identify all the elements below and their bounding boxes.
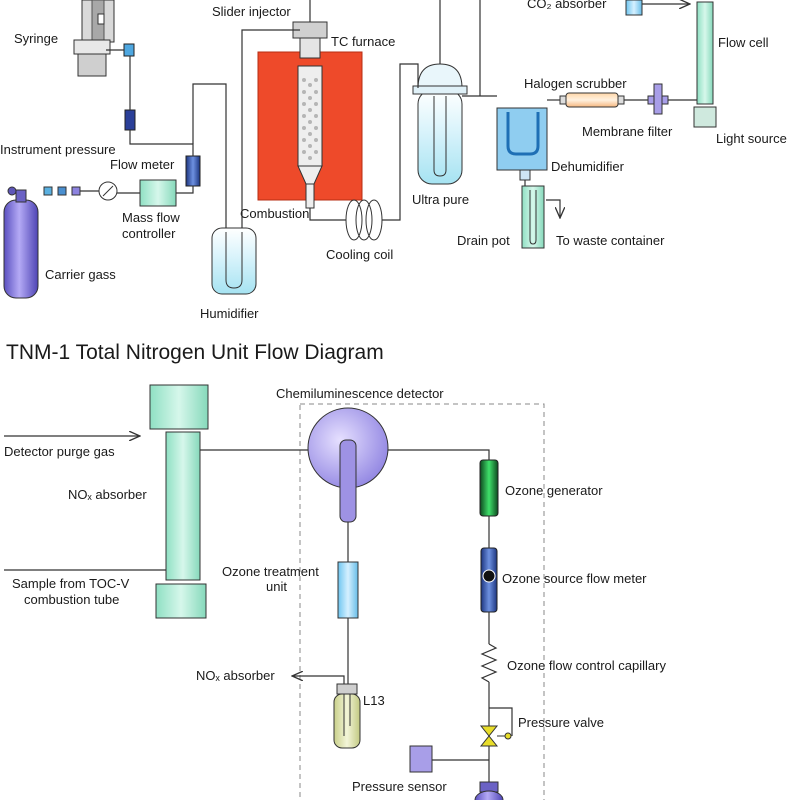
ozone-source-flow-meter-icon — [480, 547, 498, 613]
flow-cell-label: Flow cell — [718, 35, 769, 50]
l13-label: L13 — [363, 693, 385, 708]
co2-absorber-icon — [625, 0, 643, 16]
combustion-label: Combustion — [240, 206, 309, 221]
light-source-icon — [693, 106, 717, 128]
pressure-valve-icon — [479, 725, 512, 747]
flow-meter-icon — [185, 155, 201, 187]
cooling-coil-icon — [345, 199, 383, 241]
toc-flow-diagram: Syringe Slider injector TC furnace CO₂ — [0, 0, 787, 321]
dehumidifier-icon — [496, 107, 548, 181]
cooling-coil-label: Cooling coil — [326, 247, 393, 262]
top-tubing — [80, 0, 697, 228]
flow-cell-icon — [696, 1, 714, 105]
syringe-icon — [73, 0, 115, 77]
halogen-scrubber-icon — [559, 92, 625, 108]
tc-furnace-label: TC furnace — [331, 34, 395, 49]
drain-pot-icon — [521, 185, 545, 249]
detector-enclosure — [299, 403, 545, 803]
tnm-diagram-title: TNM-1 Total Nitrogen Unit Flow Diagram — [6, 341, 384, 364]
nox-absorber-label: NOₓ absorber — [68, 487, 147, 502]
l13-bottle-icon — [333, 683, 361, 749]
tc-furnace-icon — [257, 37, 363, 209]
carrier-gas-label: Carrier gass — [45, 267, 116, 282]
mass-flow-controller-label-1: Mass flow — [122, 210, 180, 225]
flow-meter-label: Flow meter — [110, 157, 175, 172]
bottom-tubing — [200, 449, 513, 782]
carrier-gas-cylinder-icon — [3, 186, 81, 299]
ozone-flow-control-capillary-icon — [480, 643, 498, 683]
mass-flow-controller-label-2: controller — [122, 226, 176, 241]
instrument-pressure-label: Instrument pressure — [0, 142, 116, 157]
sample-from-toc-label-2: combustion tube — [24, 592, 119, 607]
instrument-pressure-icon — [124, 109, 136, 131]
pressure-sensor-icon — [409, 745, 433, 773]
syringe-valve-icon — [123, 43, 135, 57]
membrane-filter-icon — [647, 83, 669, 115]
halogen-scrubber-label: Halogen scrubber — [524, 76, 627, 91]
ultra-pure-label: Ultra pure — [412, 192, 469, 207]
humidifier-icon — [211, 227, 257, 295]
nox-absorber-outlet-label: NOₓ absorber — [196, 668, 275, 683]
syringe-label: Syringe — [14, 31, 58, 46]
slider-injector-label: Slider injector — [212, 4, 291, 19]
ozone-treatment-unit-label-1: Ozone treatment — [222, 564, 319, 579]
ozone-treatment-unit-icon — [337, 561, 359, 619]
sample-from-toc-label-1: Sample from TOC-V — [12, 576, 130, 591]
chemiluminescence-detector-label: Chemiluminescence detector — [276, 386, 444, 401]
ozone-flow-control-capillary-label: Ozone flow control capillary — [507, 658, 666, 673]
tnm-flow-diagram: NOₓ absorber Detector purge gas Sample f… — [4, 384, 666, 805]
dehumidifier-label: Dehumidifier — [551, 159, 625, 174]
light-source-label: Light source — [716, 131, 787, 146]
nox-absorber-icon — [165, 431, 201, 581]
ozone-generator-icon — [479, 459, 499, 517]
ozone-generator-label: Ozone generator — [505, 483, 603, 498]
ozone-treatment-unit-label-2: unit — [266, 579, 287, 594]
humidifier-label: Humidifier — [200, 306, 259, 321]
membrane-filter-label: Membrane filter — [582, 124, 673, 139]
detector-purge-gas-label: Detector purge gas — [4, 444, 115, 459]
pressure-sensor-label: Pressure sensor — [352, 779, 447, 794]
co2-absorber-label: CO₂ absorber — [527, 0, 607, 11]
ozone-source-flow-meter-label: Ozone source flow meter — [502, 571, 647, 586]
nox-absorber-top-box — [149, 384, 209, 430]
to-waste-container-label: To waste container — [556, 233, 665, 248]
nox-absorber-bottom-box — [155, 583, 207, 619]
ultra-pure-vessel-icon — [412, 63, 468, 185]
drain-pot-label: Drain pot — [457, 233, 510, 248]
oxygen-cylinder-icon — [474, 781, 504, 805]
pressure-valve-label: Pressure valve — [518, 715, 604, 730]
chemiluminescence-detector-icon — [307, 407, 389, 523]
